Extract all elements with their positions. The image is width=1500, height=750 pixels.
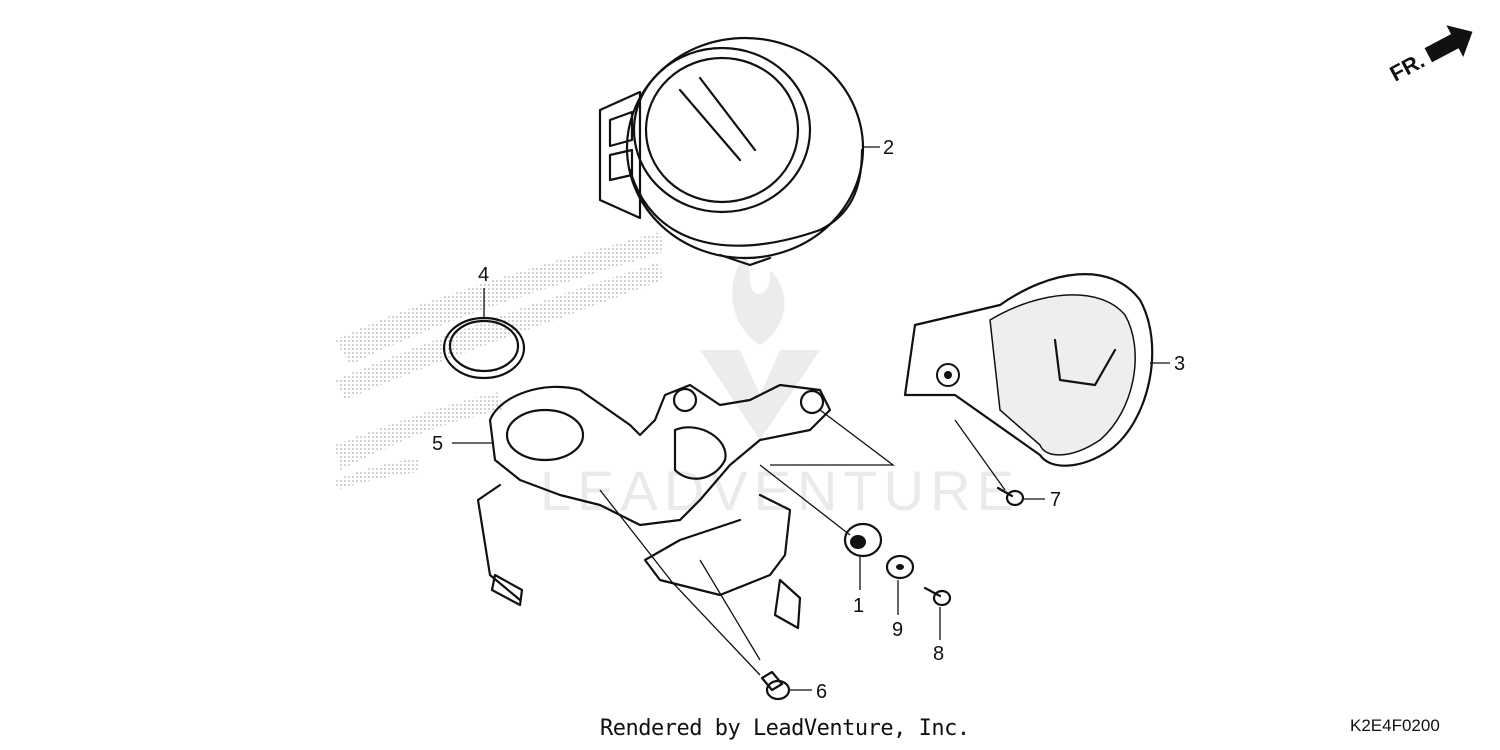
callout-1: 1 (853, 595, 864, 617)
part-meter-stay (476, 383, 832, 630)
part-washer (885, 554, 915, 580)
front-arrow-icon (1424, 25, 1473, 63)
front-direction-indicator: FR. (1386, 25, 1473, 87)
part-bolt-6 (760, 670, 791, 701)
part-grommet (843, 522, 883, 558)
brand-watermark: LEADVENTURE (540, 255, 1020, 522)
watermark-text: LEADVENTURE (540, 459, 1020, 522)
part-meter-case-cover (903, 273, 1154, 467)
callout-9: 9 (892, 619, 903, 641)
callout-5: 5 (432, 433, 443, 455)
front-label: FR. (1386, 48, 1429, 87)
figure-code: K2E4F0200 (1350, 716, 1440, 735)
footer-credit: Rendered by LeadVenture, Inc. (600, 716, 970, 741)
part-screw-8 (923, 586, 952, 607)
callout-6: 6 (816, 681, 827, 703)
callout-4: 4 (478, 264, 489, 286)
wing-watermark (335, 232, 664, 490)
callout-2: 2 (883, 137, 894, 159)
leader-lines (452, 146, 1170, 691)
callout-3: 3 (1174, 353, 1185, 375)
callout-8: 8 (933, 643, 944, 665)
callout-labels: 1 2 3 4 5 6 7 8 9 (432, 137, 1185, 703)
part-screw-7 (996, 486, 1025, 507)
callout-7: 7 (1050, 489, 1061, 511)
part-meter-assembly (598, 36, 865, 267)
